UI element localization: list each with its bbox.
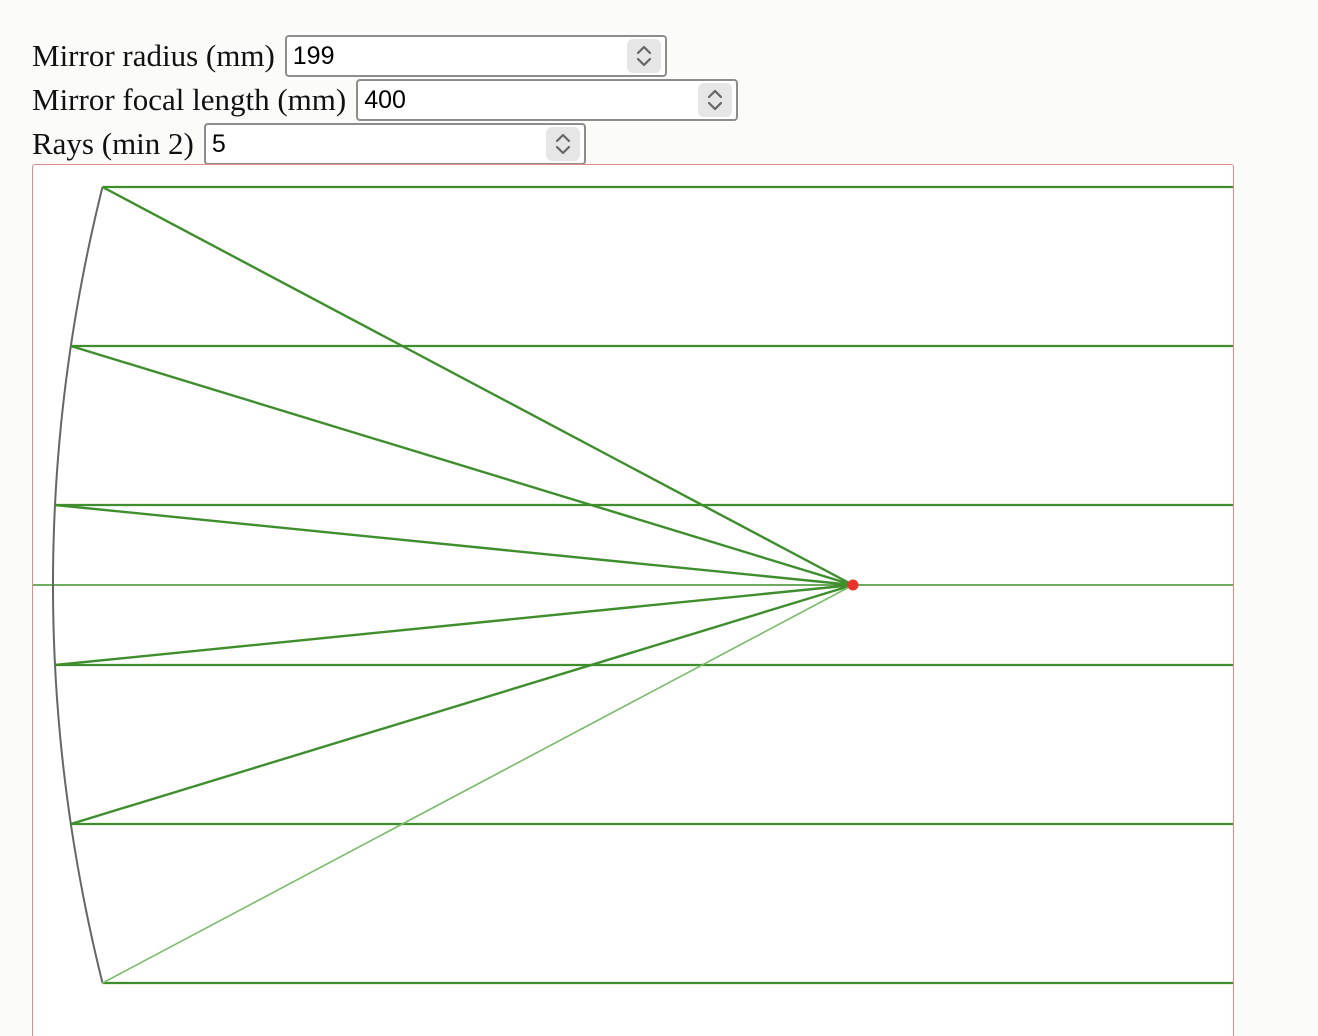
focal-length-input[interactable]: 400 xyxy=(356,79,739,121)
radius-label: Mirror radius (mm) xyxy=(32,38,275,73)
ray-diagram xyxy=(33,185,1233,985)
mirror-radius-input[interactable]: 199 xyxy=(284,35,667,77)
rays-value[interactable]: 5 xyxy=(211,129,226,158)
focal-stepper[interactable] xyxy=(698,83,733,117)
radius-row: Mirror radius (mm) 199 xyxy=(32,34,738,78)
chevron-up-down-icon xyxy=(555,133,570,155)
focal-label: Mirror focal length (mm) xyxy=(32,82,347,117)
reflected-ray xyxy=(70,344,854,587)
focus-point xyxy=(847,579,859,591)
rays-input[interactable]: 5 xyxy=(203,123,586,165)
focal-length-value[interactable]: 400 xyxy=(364,85,406,114)
chevron-up-down-icon xyxy=(708,89,723,111)
radius-stepper[interactable] xyxy=(626,39,661,73)
mirror-curve xyxy=(52,186,104,984)
reflected-ray xyxy=(70,583,854,826)
focal-row: Mirror focal length (mm) 400 xyxy=(32,78,739,122)
reflected-ray xyxy=(54,583,854,667)
rays-label: Rays (min 2) xyxy=(32,126,194,161)
reflected-ray xyxy=(101,185,854,587)
chevron-up-down-icon xyxy=(636,45,651,67)
reflected-ray xyxy=(102,584,854,984)
rays-row: Rays (min 2) 5 xyxy=(32,122,738,166)
ray-diagram-canvas xyxy=(32,164,1234,1036)
rays-stepper[interactable] xyxy=(545,127,580,161)
reflected-ray xyxy=(54,503,854,587)
mirror-radius-value[interactable]: 199 xyxy=(292,41,335,70)
controls-panel: Mirror radius (mm) 199 Mirror focal leng… xyxy=(32,34,739,166)
